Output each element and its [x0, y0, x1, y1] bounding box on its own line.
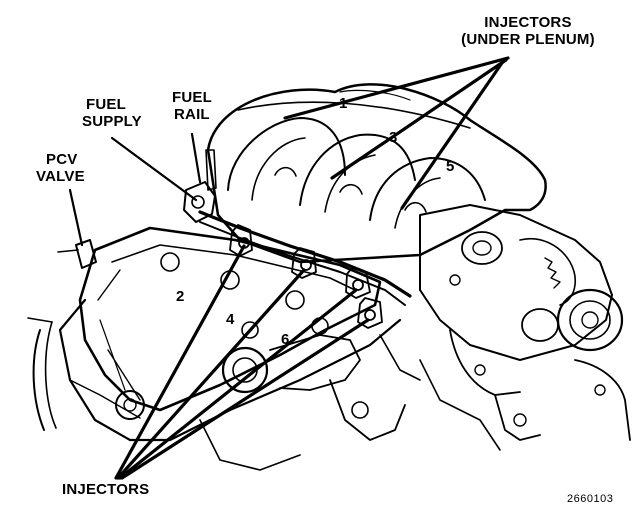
pulley	[115, 390, 145, 420]
cylinder-number-6: 6	[281, 331, 290, 348]
bracket	[419, 359, 501, 451]
label-line: RAIL	[174, 106, 210, 123]
pcv-valve	[75, 239, 97, 269]
sensor-body	[521, 308, 559, 342]
left-pipe	[27, 317, 53, 323]
injector	[345, 267, 371, 299]
leader-line	[120, 318, 370, 480]
cylinder-number-2: 2	[176, 288, 185, 305]
intake-runner	[227, 117, 346, 191]
throttle-housing	[419, 204, 613, 361]
cylinder-number-3: 3	[389, 129, 398, 146]
bolt	[594, 384, 606, 396]
leader-line	[190, 132, 202, 184]
pcv-valve-label: PCV VALVE	[36, 151, 85, 185]
label-line: FUEL	[172, 89, 212, 106]
leader-line	[400, 58, 506, 210]
leader-line	[330, 58, 508, 180]
fuel-fitting	[183, 181, 216, 223]
bracket	[379, 334, 421, 381]
injector	[291, 247, 317, 279]
runner-mouth	[404, 201, 427, 213]
bracket	[329, 379, 406, 441]
label-line: FUEL	[86, 96, 126, 113]
intake-runner	[339, 89, 411, 101]
intake-plenum	[206, 83, 547, 264]
intake-runner	[237, 101, 471, 129]
bracket	[269, 334, 361, 391]
leader-line	[116, 268, 306, 480]
leader-line	[68, 188, 84, 247]
pcv-hose	[57, 249, 79, 253]
callout-lines	[68, 56, 510, 480]
leader-line	[114, 244, 246, 480]
label-line: INJECTORS	[484, 14, 572, 31]
leader-line	[283, 56, 510, 120]
injectors-under-plenum-label: INJECTORS (UNDER PLENUM)	[442, 14, 614, 48]
boss	[285, 290, 305, 310]
valve-cover-rib	[111, 244, 356, 291]
runner-mouth	[274, 166, 297, 177]
pulley	[221, 346, 269, 394]
fuel-rail-label: FUEL RAIL	[172, 89, 212, 123]
bracket	[519, 238, 576, 306]
leader-line	[118, 288, 358, 480]
bracket	[449, 329, 521, 396]
label-line: (UNDER PLENUM)	[461, 31, 595, 48]
runner-mouth	[339, 183, 363, 195]
sensor-body	[472, 240, 492, 256]
label-line: SUPPLY	[82, 113, 142, 130]
intake-runner	[369, 157, 486, 221]
bolt	[513, 413, 527, 427]
injector	[357, 297, 383, 329]
bolt	[351, 401, 369, 419]
figure-id: 2660103	[567, 493, 614, 505]
intake-runner	[324, 154, 376, 213]
bolt	[449, 274, 461, 286]
valve-cover-rib	[99, 319, 126, 391]
boss	[241, 321, 259, 339]
cylinder-number-4: 4	[226, 311, 235, 328]
left-pipe	[32, 329, 45, 431]
intake-runner	[299, 133, 416, 206]
fuel-supply-label: FUEL SUPPLY	[82, 96, 142, 130]
fuel-fitting	[191, 195, 205, 209]
sensor-body	[461, 231, 503, 265]
left-pipe	[44, 321, 57, 429]
intake-runner	[251, 137, 306, 201]
throttle-bore	[569, 300, 611, 340]
throttle-bore	[556, 288, 624, 352]
throttle-bore	[581, 311, 599, 329]
valve-cover-rib	[97, 269, 121, 301]
label-line: VALVE	[36, 168, 85, 185]
cylinder-number-5: 5	[446, 158, 455, 175]
fuel-rail	[199, 221, 406, 306]
fuel-fitting	[205, 149, 217, 191]
bracket	[199, 419, 301, 471]
bracket	[494, 394, 541, 441]
injectors-bottom-label: INJECTORS	[62, 481, 150, 498]
leader-line	[110, 136, 198, 202]
pulley	[123, 398, 137, 412]
cylinder-number-1: 1	[339, 95, 348, 112]
boss	[160, 252, 180, 272]
bracket	[574, 359, 631, 441]
spring	[544, 257, 561, 289]
label-line: PCV	[46, 151, 78, 168]
bolt	[474, 364, 486, 376]
